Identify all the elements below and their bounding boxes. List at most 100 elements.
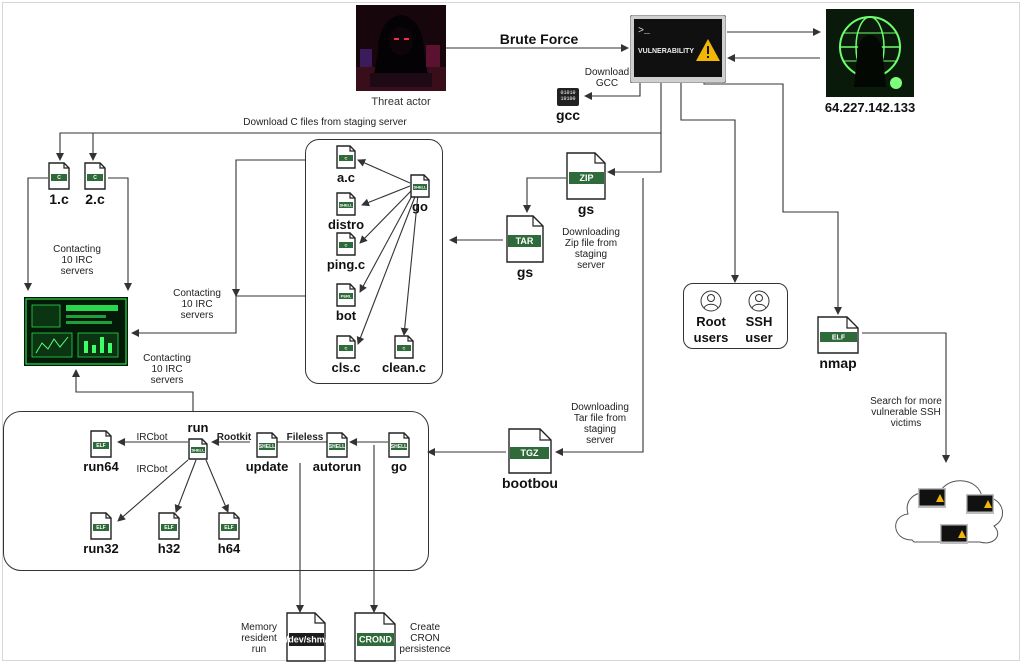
ircbot-label-2: IRCbot [136, 464, 168, 475]
a-c-badge-text: C [345, 155, 348, 160]
run64-badge-text: ELF [96, 443, 105, 449]
update-file-icon: SHELL [256, 432, 278, 458]
bootbou-badge-text: TGZ [521, 448, 539, 458]
brute-force-label: Brute Force [499, 31, 579, 47]
gcc-chip-icon: 01010 10100 [557, 88, 579, 106]
file-1c-label: 1.c [49, 191, 69, 207]
update-badge-text: SHELL [259, 444, 275, 450]
h64-label: h64 [217, 541, 241, 556]
rootkit-label: Rootkit [216, 432, 252, 443]
cls-c-badge-text: C [345, 345, 348, 350]
go-bottom-file-icon: SHELL [388, 432, 410, 458]
run-file-icon: SHELL [188, 438, 208, 460]
edge-to-zip [607, 133, 662, 176]
run64-file-icon: ELF [90, 430, 112, 458]
ping-c-badge-text: C [345, 242, 348, 247]
search-ssh-label: Search for more vulnerable SSH victims [870, 396, 942, 429]
ssh-user-label: SSH user [745, 314, 773, 345]
create-cron-label: Create CRON persistence [399, 622, 451, 655]
hacker-icon [356, 5, 446, 91]
clean-c-label: clean.c [381, 360, 427, 375]
edge-group-to-irc [131, 295, 306, 337]
go-payload-group [305, 139, 443, 384]
bootbou-label: bootbou [502, 475, 558, 491]
edge-to-tgz [555, 178, 644, 456]
irc-console-icon [24, 297, 128, 366]
nmap-label: nmap [819, 355, 857, 371]
bot-file-icon: PERL [336, 283, 356, 307]
update-label: update [245, 459, 289, 474]
edge-go-to-bot [359, 191, 415, 293]
contacting-label-c: Contacting 10 IRC servers [143, 353, 191, 386]
edge-go-to-ping [359, 189, 413, 244]
h32-badge-text: ELF [164, 525, 173, 531]
edge-download-c-1 [56, 83, 662, 161]
distro-label: distro [327, 217, 365, 232]
go-top-badge-text: SHELL [413, 184, 427, 189]
edge-go-to-ac [357, 159, 411, 184]
vulnerability-terminal-icon [966, 494, 994, 514]
file-2c-label: 2.c [85, 191, 105, 207]
contacting-label-b: Contacting 10 IRC servers [173, 288, 221, 321]
threat-actor-label: Threat actor [371, 96, 431, 108]
ping-c-file-icon: C [336, 232, 356, 256]
contacting-label-a: Contacting 10 IRC servers [53, 244, 101, 277]
go-bottom-badge-text: SHELL [391, 444, 407, 450]
go-bottom-label: go [391, 459, 407, 474]
c2-ip-label: 64.227.142.133 [824, 100, 916, 115]
gs-tar-file-icon: TAR [506, 215, 544, 263]
ping-c-label: ping.c [326, 257, 366, 272]
h64-file-icon: ELF [218, 512, 240, 540]
downloading-tar-label: Downloading Tar file from staging server [571, 402, 629, 446]
crond-badge-text: CROND [359, 635, 392, 645]
vulnerability-terminal-icon [918, 488, 946, 508]
run32-badge-text: ELF [96, 525, 105, 531]
edge-run-to-h32 [174, 459, 197, 513]
download-c-label: Download C files from staging server [243, 117, 407, 128]
gcc-label: gcc [555, 107, 581, 123]
h32-label: h32 [157, 541, 181, 556]
autorun-badge-text: SHELL [329, 444, 345, 450]
nmap-file-icon: ELF [817, 316, 859, 354]
vulnerability-text: VULNERABILITY [638, 48, 694, 55]
run64-label: run64 [83, 459, 119, 474]
edge-nmap-to-cloud [862, 332, 950, 463]
gs-zip-file-icon: ZIP [566, 152, 606, 200]
edge-run-to-h64 [205, 459, 229, 513]
gs-zip-badge-text: ZIP [579, 173, 593, 183]
downloading-zip-label: Downloading Zip file from staging server [562, 227, 620, 271]
h64-badge-text: ELF [224, 525, 233, 531]
run-badge-text: SHELL [191, 447, 205, 452]
nmap-badge-text: ELF [832, 334, 846, 341]
file-1c-file-icon: C [48, 162, 70, 190]
run32-label: run32 [83, 541, 119, 556]
autorun-label: autorun [312, 459, 362, 474]
distro-file-icon: SHELL [336, 192, 356, 216]
user-icon [748, 290, 770, 312]
devshm-file-icon: /dev/shm/ [286, 612, 326, 662]
download-gcc-label: Download GCC [584, 67, 630, 89]
devshm-badge-text: /dev/shm/ [286, 635, 326, 645]
user-icon [700, 290, 722, 312]
cls-c-label: cls.c [331, 360, 361, 375]
edge-group-to-irc-b [232, 159, 306, 297]
crond-file-icon: CROND [354, 612, 396, 662]
cls-c-file-icon: C [336, 335, 356, 359]
h32-file-icon: ELF [158, 512, 180, 540]
vulnerability-terminal-icon [940, 524, 968, 544]
run-label: run [187, 420, 209, 435]
memory-resident-label: Memory resident run [240, 622, 278, 655]
autorun-file-icon: SHELL [326, 432, 348, 458]
a-c-file-icon: C [336, 145, 356, 169]
svg-text:>_: >_ [638, 26, 651, 37]
gs-tar-badge-text: TAR [516, 236, 534, 246]
clean-c-file-icon: C [394, 335, 414, 359]
file-2c-file-icon: C [84, 162, 106, 190]
edge-go-to-cls [356, 193, 417, 345]
root-ssh-group [683, 283, 788, 349]
go-top-file-icon: SHELL [410, 174, 430, 198]
distro-badge-text: SHELL [339, 202, 353, 207]
ircbot-label-1: IRCbot [136, 432, 168, 443]
